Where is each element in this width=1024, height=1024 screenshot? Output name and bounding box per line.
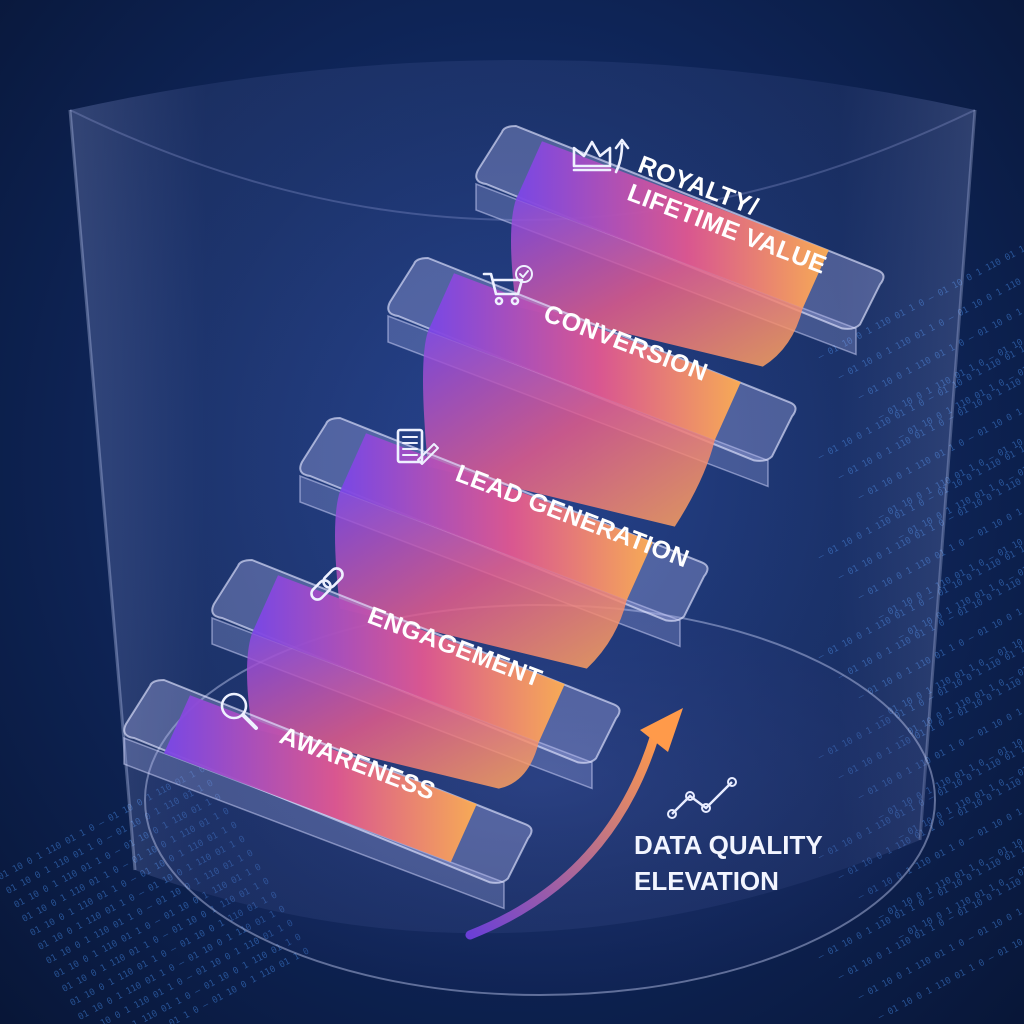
- step-3: LEAD GENERATION: [299, 416, 709, 669]
- step-ribbon: [340, 433, 653, 601]
- step-riser: [335, 491, 627, 669]
- document-pen-icon: [396, 428, 439, 465]
- step-ribbon: [428, 273, 741, 441]
- magnifier-icon: [220, 692, 258, 730]
- step-ribbon: [164, 695, 477, 863]
- step-riser: [247, 633, 539, 789]
- caption: DATA QUALITY ELEVATION: [634, 777, 823, 896]
- caption-line-2: ELEVATION: [634, 866, 779, 896]
- link-icon: [310, 567, 344, 601]
- step-4: CONVERSION: [387, 256, 797, 527]
- trend-line-icon: [667, 777, 737, 819]
- growth-arrow: [465, 708, 683, 940]
- step-ribbon: [252, 575, 565, 743]
- cart-check-icon: [482, 265, 533, 306]
- crown-arrow-icon: [572, 138, 630, 174]
- step-1: AWARENESS: [123, 678, 533, 910]
- step-2: ENGAGEMENT: [211, 558, 621, 790]
- step-riser: [423, 331, 715, 527]
- step-5: ROYALTY/LIFETIME VALUE: [475, 124, 885, 367]
- step-riser: [511, 199, 803, 367]
- caption-line-1: DATA QUALITY: [634, 830, 823, 860]
- step-ribbon: [516, 141, 829, 309]
